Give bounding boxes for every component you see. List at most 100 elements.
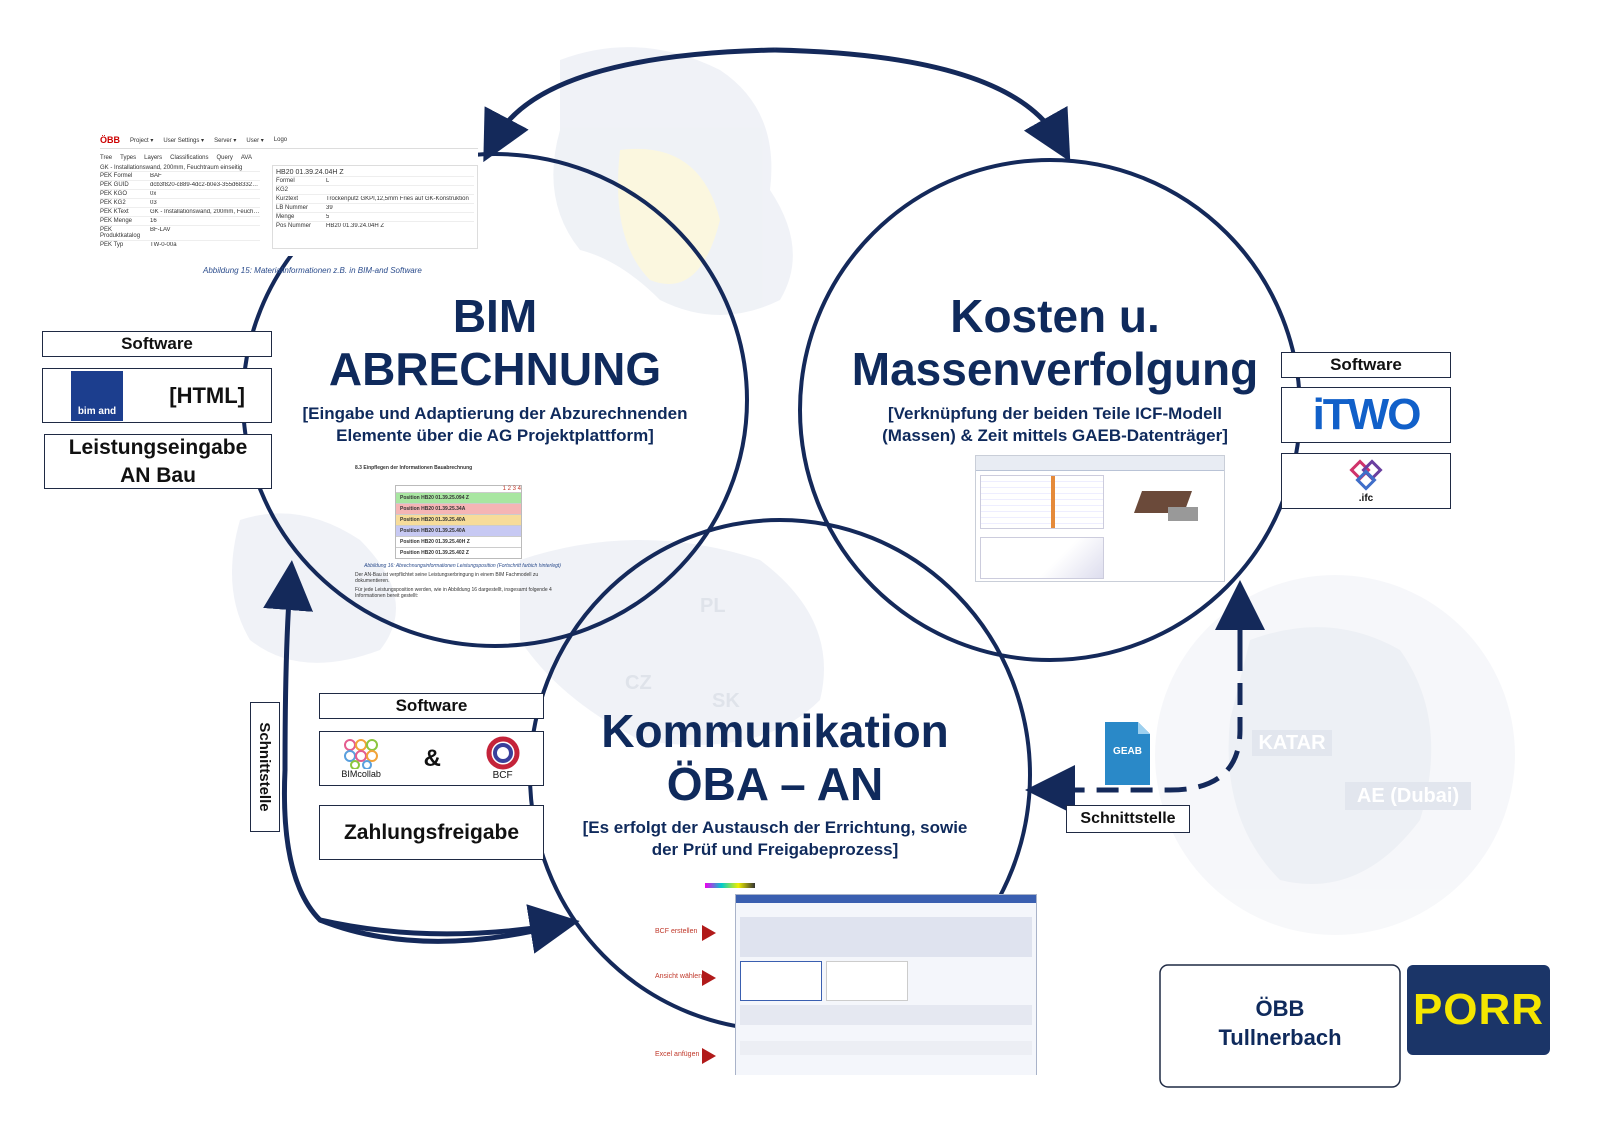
screenshot-top: ÖBB Project ▾ User Settings ▾ Server ▾ U… (100, 132, 478, 256)
leistung-box: Leistungseingabe AN Bau (44, 434, 272, 489)
bim-subtitle: [Eingabe und Adaptierung der Abzurechnen… (270, 403, 720, 447)
bottom-software-label: Software (319, 693, 544, 719)
screenshot-mid-text1: Der AN-Bau ist verpflichtet seine Leistu… (355, 572, 539, 584)
itwo-logo: iTWO (1312, 390, 1422, 439)
screenshot-table-value: dcb3f820-c889-4dc2-b0e3-355d68332ad7-000… (150, 182, 260, 188)
position-row: Position HB20 01.39.25.402 Z (396, 547, 521, 558)
screenshot-top-left-table: GK - Installationswand, 200mm, Feuchtrau… (100, 165, 260, 249)
screenshot-mid-colnums: 1 2 3 4 (502, 486, 521, 492)
screenshot-menu-item: Project ▾ (130, 137, 154, 144)
screenshot-menu-item: User ▾ (246, 137, 264, 144)
bcf-label-view: Ansicht wählen (655, 973, 703, 980)
screenshot-table-value: 39 (326, 205, 333, 211)
arrow-dashed (1025, 615, 1243, 815)
screenshot-table-row: Kurztext Trockenputz GKPI,12,5mm Fries au… (276, 194, 474, 203)
screenshot-top-brand: ÖBB (100, 135, 120, 145)
screenshot-table-value: GK - Installationswand, 200mm, Feuchtrau… (150, 209, 260, 215)
leistung-line1: Leistungseingabe (68, 436, 248, 460)
screenshot-tab: Classifications (170, 155, 209, 161)
bim-title-line2: ABRECHNUNG (328, 342, 662, 395)
bim-subtitle-line2: Elemente über die AG Projektplattform] (336, 426, 654, 446)
screenshot-bcf (705, 880, 1045, 1075)
kosten-title-line2: Massenverfolgung (851, 342, 1259, 395)
screenshot-table-value: 16 (150, 218, 157, 224)
screenshot-table-key: Menge (276, 214, 295, 220)
screenshot-table-row: Pos Nummer HB20 01.39.24.04H Z (276, 221, 474, 230)
porr-logo-bg (1407, 965, 1550, 1055)
screenshot-mid-section: 8.3 Einpflegen der Informationen Bauabre… (355, 465, 473, 471)
schnittstelle-right: Schnittstelle (1066, 805, 1190, 833)
screenshot-table-value: 0x (150, 191, 157, 197)
kosten-subtitle-line2: (Massen) & Zeit mittels GAEB-Datenträger… (882, 426, 1228, 446)
screenshot-table-value: L (326, 178, 330, 184)
left-software-label: Software (42, 331, 272, 357)
map-label-cz: CZ (625, 672, 652, 694)
komm-subtitle: [Es erfolgt der Austausch der Errichtung… (550, 817, 1000, 861)
bim-title-line1: BIM (452, 290, 538, 342)
client-line1: ÖBB (1255, 996, 1305, 1021)
screenshot-table-row: Formel L (276, 176, 474, 185)
html-label: [HTML] (169, 382, 245, 408)
komm-subtitle-line1: [Es erfolgt der Austausch der Errichtung… (582, 818, 968, 837)
position-row: Position HB20 01.39.25.40A (396, 525, 521, 536)
screenshot-table-value: HB20 01.39.24.04H Z (326, 223, 385, 229)
screenshot-table-key: KG2 (276, 187, 289, 193)
screenshot-table-key: PEK Formel (100, 173, 133, 179)
leistung-line2: AN Bau (120, 463, 196, 487)
bcf-label-create: BCF erstellen (655, 928, 698, 935)
red-arrow-icon (702, 970, 716, 986)
right-software-label: Software (1281, 352, 1451, 378)
itwo-logo-box: iTWO (1281, 387, 1451, 443)
screenshot-tab: AVA (240, 155, 252, 161)
map-label-katar: KATAR (1252, 730, 1332, 756)
screenshot-itwo (975, 455, 1225, 582)
screenshot-top-panel-title: HB20 01.39.24.04H Z (276, 169, 344, 176)
arrow-left-right (319, 904, 580, 954)
bimcollab-bcf-box: BIMcollab & BCF (319, 731, 544, 786)
bim-and-logo-text: bim and (77, 405, 117, 417)
bcf-logo: BCF (484, 736, 522, 781)
bimcollab-logo: BIMcollab (341, 738, 381, 779)
screenshot-table-row: PEK Produktkatalog BF-LAV (100, 225, 260, 240)
screenshot-table-key: LB Nummer (276, 205, 309, 211)
position-row: Position HB20 01.39.25.34A (396, 503, 521, 514)
client-line2: Tullnerbach (1218, 1024, 1342, 1050)
screenshot-table-value: Trockenputz GKPI,12,5mm Fries auf GK-Kon… (326, 196, 469, 202)
screenshot-table-key: Formel (276, 178, 295, 184)
screenshot-table-row: PEK Formel BAF (100, 171, 260, 180)
screenshot-table-key: Pos Nummer (276, 223, 312, 229)
client-box (1159, 964, 1401, 1088)
ampersand: & (423, 744, 441, 772)
screenshot-table-key: Kurztext (276, 196, 299, 202)
screenshot-table-key: PEK KG2 (100, 200, 126, 206)
left-logo-box: bim and [HTML] (42, 368, 272, 423)
screenshot-table-value: BF-LAV (150, 227, 171, 233)
bcf-icon (486, 736, 520, 770)
building-model-icon (1108, 471, 1208, 531)
map-label-sk: SK (712, 690, 740, 712)
bim-subtitle-line1: [Eingabe und Adaptierung der Abzurechnen… (302, 404, 688, 423)
bimcollab-icon (344, 738, 379, 769)
screenshot-table-key: PEK Produktkatalog (100, 227, 141, 239)
map-label-dubai: AE (Dubai) (1345, 782, 1471, 810)
screenshot-top-menubar: ÖBB Project ▾ User Settings ▾ Server ▾ U… (100, 132, 478, 149)
screenshot-table-row: LB Nummer 39 (276, 203, 474, 212)
screenshot-table-row: PEK Menge 16 (100, 216, 260, 225)
kosten-title-line1: Kosten u. (950, 290, 1160, 342)
bim-and-logo-icon: bim and (71, 370, 123, 421)
screenshot-table-key: PEK Menge (100, 218, 133, 224)
screenshot-table-value: BAF (150, 173, 162, 179)
komm-title: Kommunikation ÖBA – AN (560, 705, 990, 811)
bimcollab-label: BIMcollab (341, 768, 381, 779)
screenshot-top-header-row: GK - Installationswand, 200mm, Feuchtrau… (100, 165, 243, 171)
screenshot-mid: 8.3 Einpflegen der Informationen Bauabre… (355, 465, 570, 615)
screenshot-tab: Types (120, 155, 137, 161)
screenshot-menu-item: Server ▾ (214, 137, 237, 144)
geab-file-icon (1105, 722, 1150, 785)
